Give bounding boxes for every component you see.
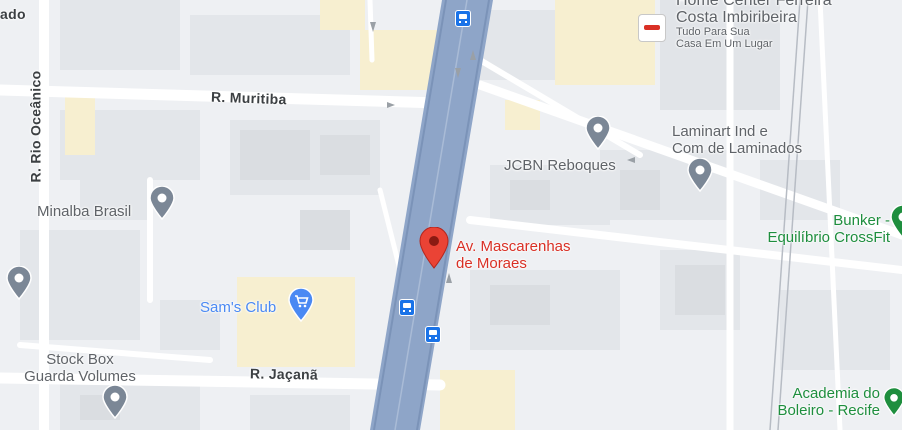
home-center-label[interactable]: Home Center Ferreira Costa Imbiribeira T…	[676, 0, 832, 50]
map-pin-icon[interactable]	[687, 158, 713, 192]
shopping-cart-icon[interactable]	[288, 288, 314, 322]
academia-line2: Boleiro - Recife	[777, 402, 880, 419]
map-pin-icon[interactable]	[585, 116, 611, 150]
home-center-line2: Costa Imbiribeira	[676, 9, 797, 26]
map-pin-icon[interactable]	[6, 266, 32, 300]
bunker-label[interactable]: Bunker - Equilíbrio CrossFit	[750, 212, 890, 246]
selected-location-label[interactable]: Av. Mascarenhas de Moraes	[456, 238, 571, 272]
bus-stop-icon[interactable]	[455, 10, 471, 27]
home-center-tagline2: Casa Em Um Lugar	[676, 38, 773, 50]
sams-club-label[interactable]: Sam's Club	[200, 299, 277, 316]
home-center-line1: Home Center Ferreira	[676, 0, 832, 9]
home-center-tagline1: Tudo Para Sua	[676, 26, 750, 38]
selected-location-line2: de Moraes	[456, 255, 527, 272]
stock-box-line1: Stock Box	[46, 351, 114, 368]
academia-line1: Academia do	[792, 385, 880, 402]
map-pin-icon[interactable]	[883, 387, 902, 417]
map-pin-icon[interactable]	[149, 186, 175, 220]
stock-box-line2: Guarda Volumes	[24, 368, 136, 385]
selected-location-pin-icon[interactable]	[419, 227, 449, 269]
stock-box-label[interactable]: Stock Box Guarda Volumes	[15, 351, 145, 385]
street-label-fragment: ado	[0, 6, 26, 22]
academia-label[interactable]: Academia do Boleiro - Recife	[750, 385, 880, 419]
minalba-label[interactable]: Minalba Brasil	[37, 203, 132, 220]
selected-location-line1: Av. Mascarenhas	[456, 238, 571, 255]
street-label-rio-oceanico: R. Rio Oceânico	[27, 70, 44, 183]
bus-stop-icon[interactable]	[425, 326, 441, 343]
jcbn-label[interactable]: JCBN Reboques	[504, 157, 616, 174]
store-logo-icon[interactable]	[638, 14, 666, 42]
laminart-label[interactable]: Laminart Ind e Com de Laminados	[672, 123, 802, 157]
bunker-line2: Equilíbrio CrossFit	[767, 229, 890, 246]
map-pin-icon[interactable]	[890, 205, 902, 239]
laminart-line2: Com de Laminados	[672, 140, 803, 157]
laminart-line1: Laminart Ind e	[672, 123, 768, 140]
map-pin-icon[interactable]	[102, 385, 128, 419]
street-label-muritiba: R. Muritiba	[210, 88, 287, 108]
bus-stop-icon[interactable]	[399, 299, 415, 316]
bunker-line1: Bunker -	[833, 212, 890, 229]
street-label-jacana: R. Jaçanã	[249, 365, 319, 383]
